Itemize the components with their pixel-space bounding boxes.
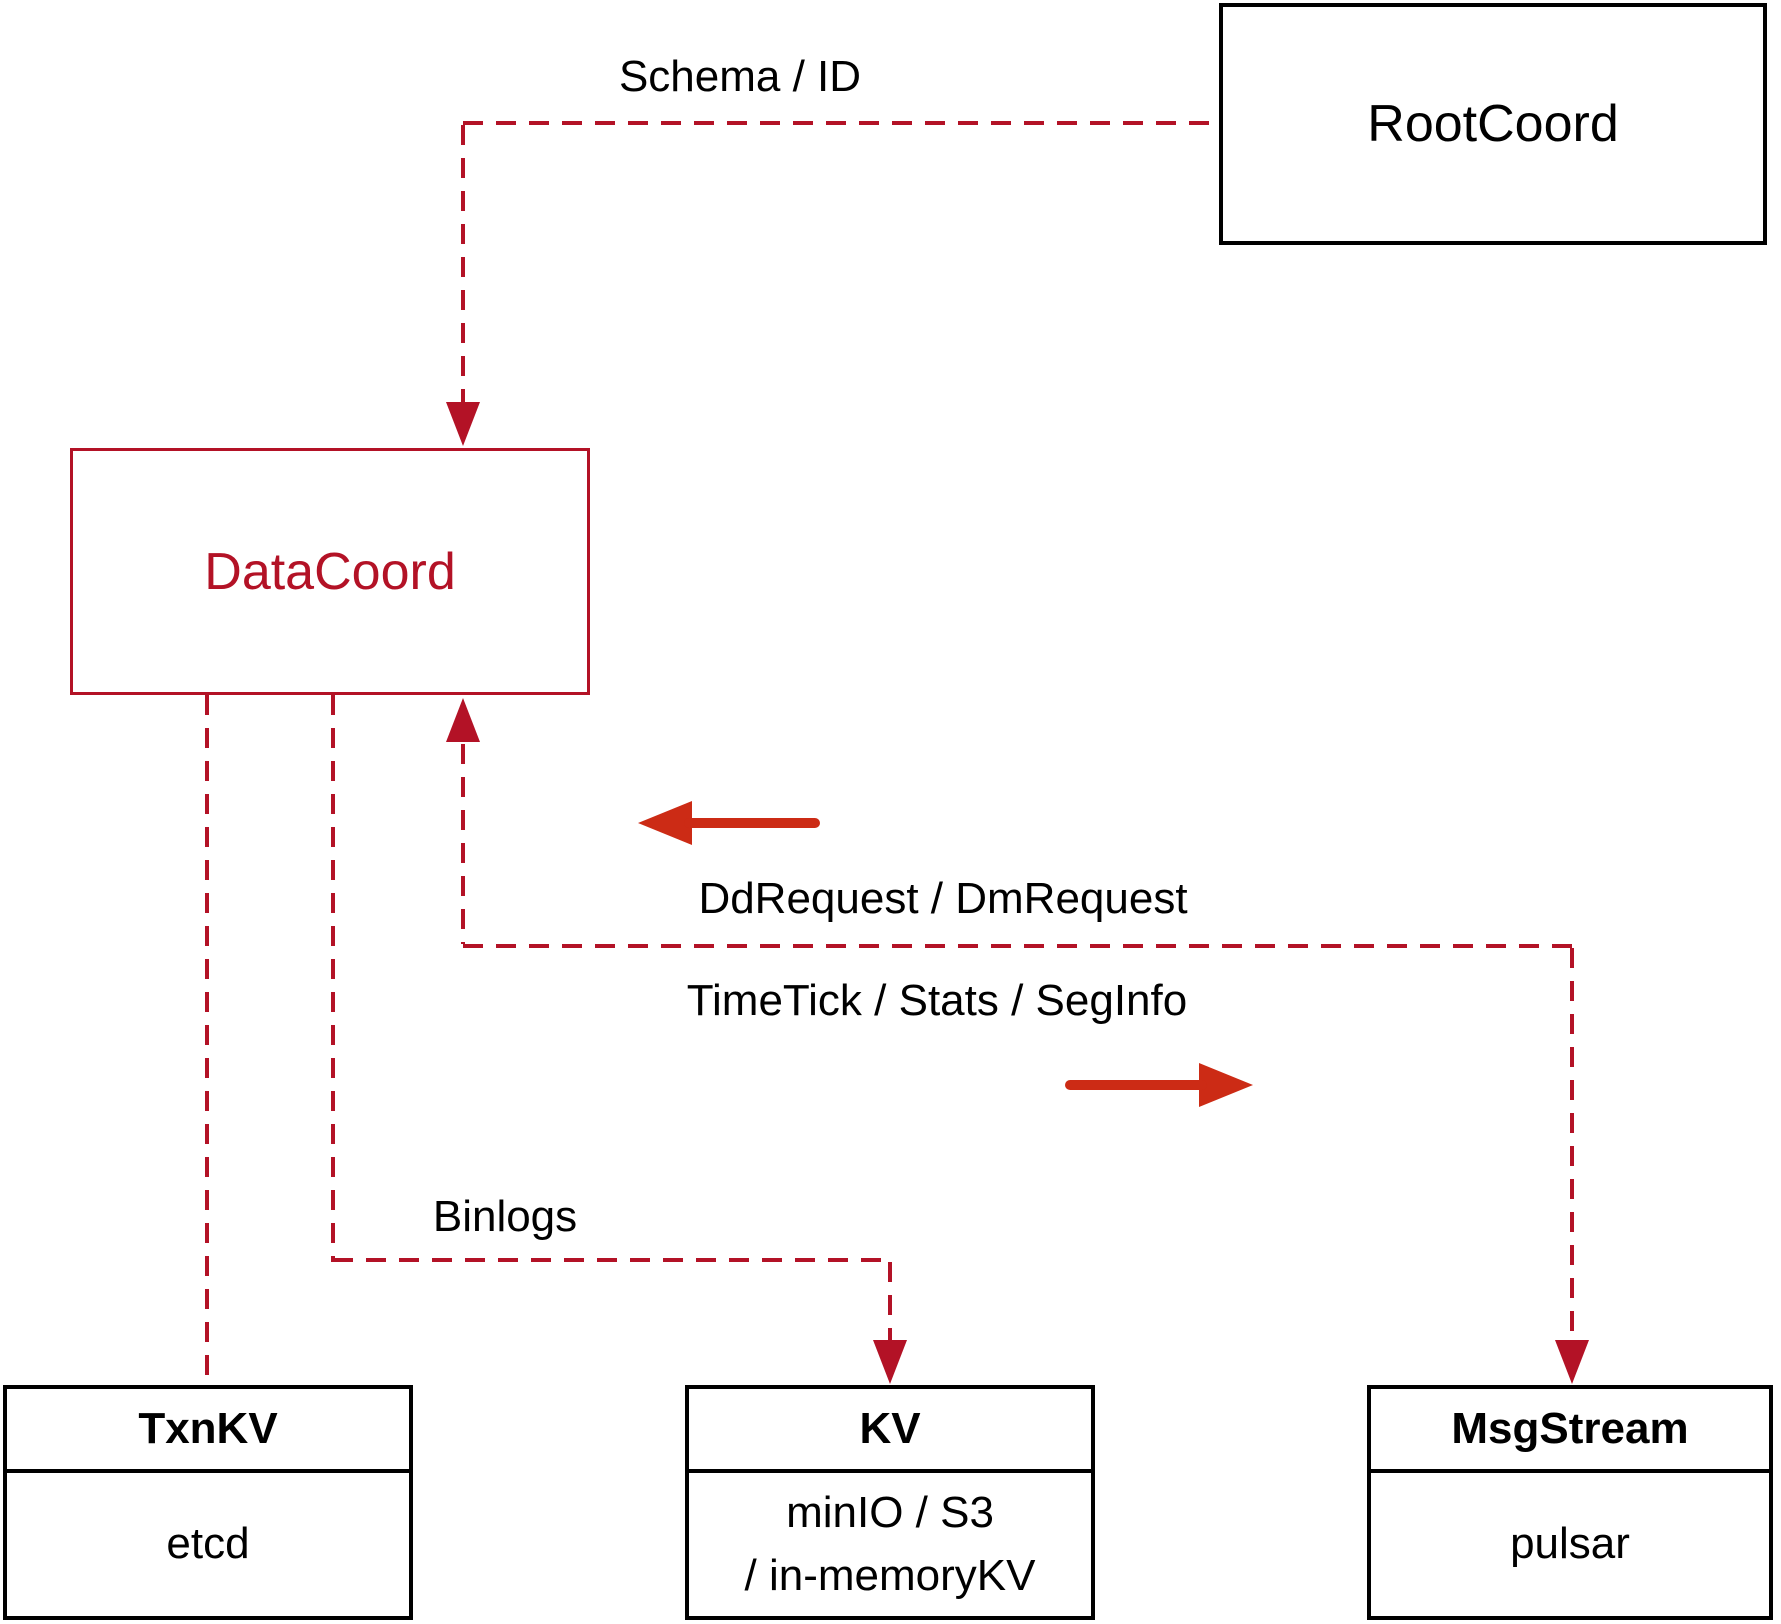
node-msgstream-impl: pulsar <box>1510 1519 1630 1569</box>
node-kv-impl-line2: / in-memoryKV <box>744 1550 1036 1600</box>
right-arrowhead-icon <box>1199 1063 1253 1107</box>
arrowhead-into-datacoord-top-icon <box>446 402 480 446</box>
node-msgstream-header: MsgStream <box>1371 1389 1769 1473</box>
arrowhead-into-msgstream-icon <box>1555 1340 1589 1384</box>
node-msgstream: MsgStream pulsar <box>1367 1385 1773 1620</box>
node-kv-title: KV <box>859 1404 921 1453</box>
node-kv-body: minIO / S3 / in-memoryKV <box>689 1473 1091 1616</box>
edge-label-ddrequest-dmrequest: DdRequest / DmRequest <box>698 874 1188 923</box>
edge-binlogs-horizontal-line <box>333 1258 890 1262</box>
node-txnkv-body: etcd <box>7 1473 409 1616</box>
node-kv: KV minIO / S3 / in-memoryKV <box>685 1385 1095 1620</box>
edge-label-timetick-stats-seginfo: TimeTick / Stats / SegInfo <box>686 976 1188 1025</box>
node-datacoord-label: DataCoord <box>204 542 456 601</box>
arrowhead-into-datacoord-bottom-icon <box>446 698 480 742</box>
node-datacoord: DataCoord <box>70 448 590 695</box>
edge-ddrequest-vertical-line <box>461 744 465 944</box>
right-arrow-shaft <box>1065 1080 1207 1090</box>
left-arrowhead-icon <box>638 801 692 845</box>
edge-label-binlogs: Binlogs <box>432 1192 578 1241</box>
arrowhead-into-kv-icon <box>873 1340 907 1384</box>
left-direction-arrow-icon <box>638 801 822 845</box>
edge-schema-id-vertical-line <box>461 125 465 402</box>
node-kv-impl-line1: minIO / S3 <box>786 1488 994 1538</box>
node-txnkv-header: TxnKV <box>7 1389 409 1473</box>
edge-schema-id-horizontal-line <box>463 121 1219 125</box>
node-rootcoord: RootCoord <box>1219 3 1767 245</box>
left-arrow-shaft <box>684 818 820 828</box>
node-txnkv-impl: etcd <box>166 1519 250 1569</box>
node-kv-header: KV <box>689 1389 1091 1473</box>
node-txnkv: TxnKV etcd <box>3 1385 413 1620</box>
edge-binlogs-vertical-line-2 <box>888 1262 892 1340</box>
edge-msgstream-vertical-line <box>1570 948 1574 1340</box>
right-direction-arrow-icon <box>1063 1063 1253 1107</box>
edge-label-schema-id: Schema / ID <box>618 52 862 101</box>
edge-datacoord-txnkv-line <box>205 695 209 1385</box>
edge-binlogs-vertical-line-1 <box>331 695 335 1262</box>
node-msgstream-title: MsgStream <box>1451 1404 1689 1453</box>
node-rootcoord-label: RootCoord <box>1367 95 1619 153</box>
node-msgstream-body: pulsar <box>1371 1473 1769 1616</box>
node-txnkv-title: TxnKV <box>138 1404 278 1453</box>
edge-timetick-horizontal-line <box>463 944 1572 948</box>
